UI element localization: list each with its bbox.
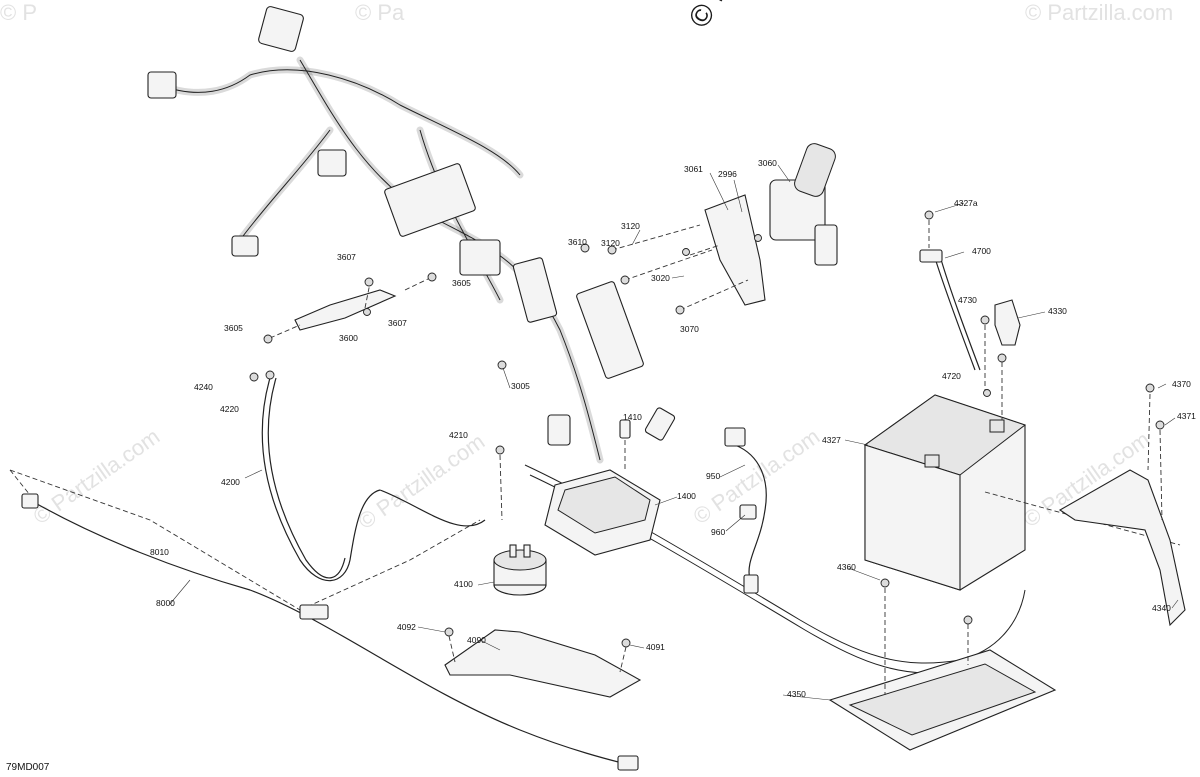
callout-4730: 4730 xyxy=(958,295,977,305)
callout-3061: 3061 xyxy=(684,164,703,174)
callout-2996: 2996 xyxy=(718,169,737,179)
leader-lines xyxy=(169,164,1179,701)
harness-950 xyxy=(724,427,767,594)
callout-4220: 4220 xyxy=(220,404,239,414)
watermark-top-left: © P xyxy=(0,0,37,25)
callout-4370: 4370 xyxy=(1172,379,1191,389)
battery-cable-4700 xyxy=(919,210,1021,420)
callout-labels: 3061 2996 3060 3120 3120 3610 3020 3070 … xyxy=(150,158,1196,699)
callout-4092: 4092 xyxy=(397,622,416,632)
callout-3610: 3610 xyxy=(568,237,587,247)
callout-4340: 4340 xyxy=(1152,603,1171,613)
harness-8000 xyxy=(9,469,639,771)
callout-4350: 4350 xyxy=(787,689,806,699)
callout-3605-b: 3605 xyxy=(224,323,243,333)
callout-1400: 1400 xyxy=(677,491,696,501)
callout-1410: 1410 xyxy=(623,412,642,422)
watermark-top-right: © Partzilla.com xyxy=(1025,0,1173,25)
callout-3060: 3060 xyxy=(758,158,777,168)
watermark-diag-1: © Partzilla.com xyxy=(29,424,165,530)
callout-4327: 4327 xyxy=(822,435,841,445)
solenoid-4100 xyxy=(493,445,547,596)
callout-4100: 4100 xyxy=(454,579,473,589)
callout-3020: 3020 xyxy=(651,273,670,283)
callout-4327a: 4327a xyxy=(954,198,978,208)
callout-3070: 3070 xyxy=(680,324,699,334)
callout-4720: 4720 xyxy=(942,371,961,381)
callout-4700: 4700 xyxy=(972,246,991,256)
callout-3607-b: 3607 xyxy=(388,318,407,328)
callout-3120-b: 3120 xyxy=(601,238,620,248)
callout-3005: 3005 xyxy=(511,381,530,391)
callout-4090: 4090 xyxy=(467,635,486,645)
callout-960: 960 xyxy=(711,527,725,537)
callout-4210: 4210 xyxy=(449,430,468,440)
callout-3120-a: 3120 xyxy=(621,221,640,231)
callout-4330: 4330 xyxy=(1048,306,1067,316)
actuator-assembly xyxy=(497,143,838,370)
bracket-3600 xyxy=(263,272,437,344)
battery-cable-4200 xyxy=(249,370,486,582)
callout-4360: 4360 xyxy=(837,562,856,572)
watermark-diag-2: © Partzilla.com xyxy=(354,429,490,535)
voltage-regulator-1400 xyxy=(544,419,661,556)
diagram-code: 79MD007 xyxy=(6,762,50,773)
bracket-4340 xyxy=(1058,383,1186,627)
callout-950: 950 xyxy=(706,471,720,481)
watermark-top-mid: © Pa xyxy=(355,0,405,25)
copyright-watermark-top: © Pa xyxy=(682,0,744,33)
callout-3607-a: 3607 xyxy=(337,252,356,262)
callout-4240: 4240 xyxy=(194,382,213,392)
callout-8000: 8000 xyxy=(156,598,175,608)
callout-8010: 8010 xyxy=(150,547,169,557)
callout-3605-a: 3605 xyxy=(452,278,471,288)
battery-tray-4350 xyxy=(828,578,1057,751)
callout-4371: 4371 xyxy=(1177,411,1196,421)
main-wiring-harness xyxy=(147,6,1026,674)
callout-3600: 3600 xyxy=(339,333,358,343)
callout-4200: 4200 xyxy=(221,477,240,487)
callout-4091: 4091 xyxy=(646,642,665,652)
